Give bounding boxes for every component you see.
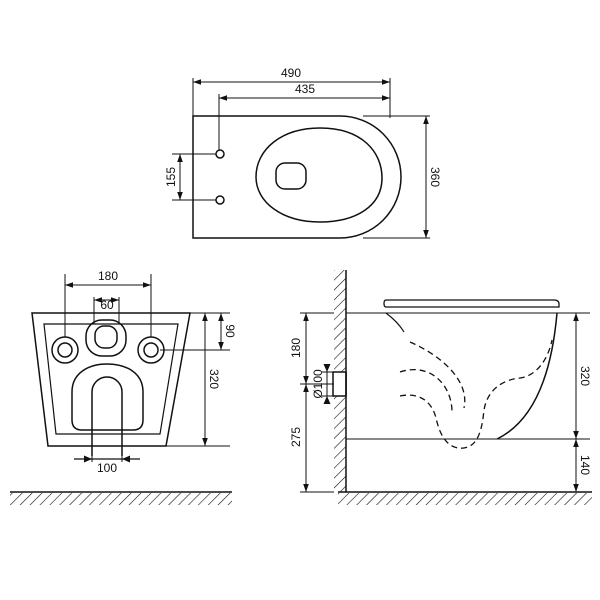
side-view-trap-dashed-middle	[399, 369, 453, 413]
dim-label-490: 490	[281, 66, 301, 80]
front-view-inlet-left-inner	[57, 342, 73, 358]
dim-label-60: 60	[100, 298, 114, 312]
front-view-inlet-right-inner	[143, 342, 159, 358]
dim-label-140: 140	[578, 455, 592, 475]
dim-label-180-side: 180	[289, 338, 303, 358]
side-view-dimensions	[300, 312, 579, 493]
top-view-bowl-rim	[255, 127, 383, 223]
dim-label-320-front: 320	[207, 369, 221, 389]
front-view-inner-outline	[43, 323, 179, 435]
side-view-floor	[338, 491, 592, 505]
side-view-trap-dashed-outer	[409, 341, 466, 409]
front-view-bowl	[71, 363, 144, 431]
front-view-floor	[10, 491, 232, 505]
top-view-bolt-hole-upper	[215, 149, 225, 159]
dim-label-155: 155	[164, 167, 178, 187]
side-view-pipe-outlet	[332, 371, 347, 397]
side-view-bowl-rim	[385, 312, 405, 333]
dim-label-360: 360	[428, 167, 442, 187]
dim-label-275: 275	[289, 427, 303, 447]
dim-label-d100: Ø100	[311, 369, 325, 399]
dim-label-90: 90	[223, 324, 237, 338]
front-view-inlet-left-outer	[51, 336, 79, 364]
top-view-drain	[275, 162, 307, 190]
side-view	[332, 299, 590, 449]
side-view-trap-dashed-lower	[399, 339, 553, 449]
front-view-dimensions	[64, 274, 230, 463]
front-view-outlet-outer	[85, 319, 127, 357]
dim-label-320-side: 320	[578, 366, 592, 386]
top-view-dimensions	[172, 78, 430, 239]
top-view-bolt-hole-lower	[215, 195, 225, 205]
top-view	[192, 115, 402, 239]
top-view-outline	[192, 115, 402, 239]
dim-label-180: 180	[98, 269, 118, 283]
front-view	[31, 312, 191, 456]
dim-label-100: 100	[97, 461, 117, 475]
front-view-waste-pipe	[91, 376, 123, 456]
dim-label-435: 435	[295, 82, 315, 96]
side-view-seat-lid	[383, 299, 560, 308]
front-view-outlet-inner	[94, 325, 118, 349]
side-view-bowl-front	[496, 312, 558, 440]
